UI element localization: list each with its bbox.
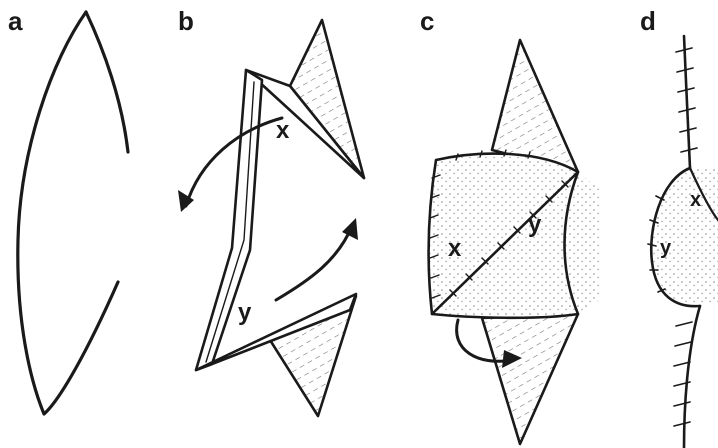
flap-y-label: y: [528, 211, 542, 238]
flap-x-label: x: [276, 117, 290, 144]
incision-line-right: [86, 12, 128, 152]
flap-x-label: x: [690, 189, 701, 211]
flap-y-label: y: [238, 299, 252, 326]
flap-x-label: x: [448, 235, 462, 262]
panel-a-label: a: [8, 6, 23, 36]
arrowhead-icon: [342, 218, 358, 240]
panel-b-label: b: [178, 6, 194, 36]
transposition-arrow-y: [276, 226, 352, 300]
panel-a: a: [8, 6, 128, 414]
suture-line-bottom: [684, 306, 700, 448]
incision-line: [18, 12, 118, 414]
lower-wall: [482, 314, 578, 444]
panel-b: b x y: [178, 6, 364, 416]
panel-c: c x y: [420, 6, 600, 444]
panel-d-label: d: [640, 6, 656, 36]
panel-d: d x y: [640, 6, 718, 448]
transposition-arrow-x: [186, 118, 282, 206]
suture-line-top: [684, 36, 690, 168]
panel-c-label: c: [420, 6, 434, 36]
flap-y-label: y: [660, 237, 672, 259]
